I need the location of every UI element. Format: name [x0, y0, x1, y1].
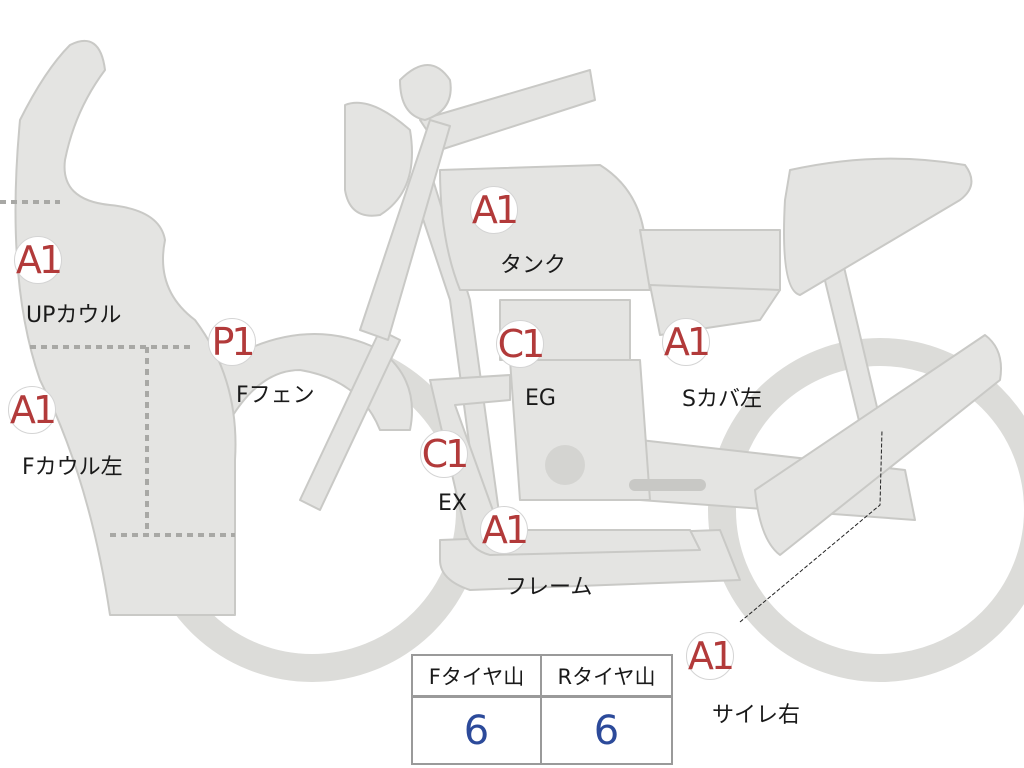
front-tire-value: 6 — [413, 698, 542, 763]
label-f-fender: Fフェン — [236, 383, 315, 408]
rear-tire-value: 6 — [593, 707, 620, 754]
engine-cover-detail — [545, 445, 585, 485]
fork-tube-upper — [359, 119, 451, 341]
meter — [399, 64, 452, 121]
front-fork — [299, 329, 401, 511]
grade-badge-exhaust: C1 — [420, 430, 469, 478]
label-silencer-right: サイレ右 — [712, 703, 801, 728]
label-engine: EG — [525, 386, 556, 411]
label-exhaust: EX — [438, 491, 467, 516]
grade-badge-f-cowl-left: A1 — [8, 386, 57, 434]
engine-block — [509, 359, 651, 501]
grade-badge-silencer-right: A1 — [686, 632, 735, 680]
seat — [783, 157, 973, 296]
grade-badge-tank: A1 — [470, 186, 519, 234]
headlight — [344, 101, 413, 217]
grade-badge-engine: C1 — [496, 320, 545, 368]
label-f-cowl-left: Fカウル左 — [22, 455, 123, 480]
seat-front — [639, 229, 781, 291]
label-side-cover-left: Sカバ左 — [682, 387, 762, 412]
front-fender — [209, 333, 413, 431]
grade-badge-frame: A1 — [480, 506, 529, 554]
rear-tire-header: Rタイヤ山 — [542, 656, 671, 698]
silencer-leader-line — [739, 429, 883, 623]
label-frame: フレーム — [505, 575, 593, 600]
front-tire-header: Fタイヤ山 — [413, 656, 542, 698]
exhaust-pipe — [429, 374, 701, 556]
grade-badge-f-fender: P1 — [208, 318, 256, 366]
label-up-cowl: UPカウル — [26, 303, 122, 328]
grade-badge-up-cowl: A1 — [14, 236, 63, 284]
tire-tread-table: Fタイヤ山 Rタイヤ山 6 6 — [411, 654, 673, 765]
silencer — [754, 334, 1002, 556]
label-tank: タンク — [500, 253, 567, 278]
grade-badge-side-cover-left: A1 — [662, 318, 711, 366]
rear-wheel — [708, 338, 1024, 682]
